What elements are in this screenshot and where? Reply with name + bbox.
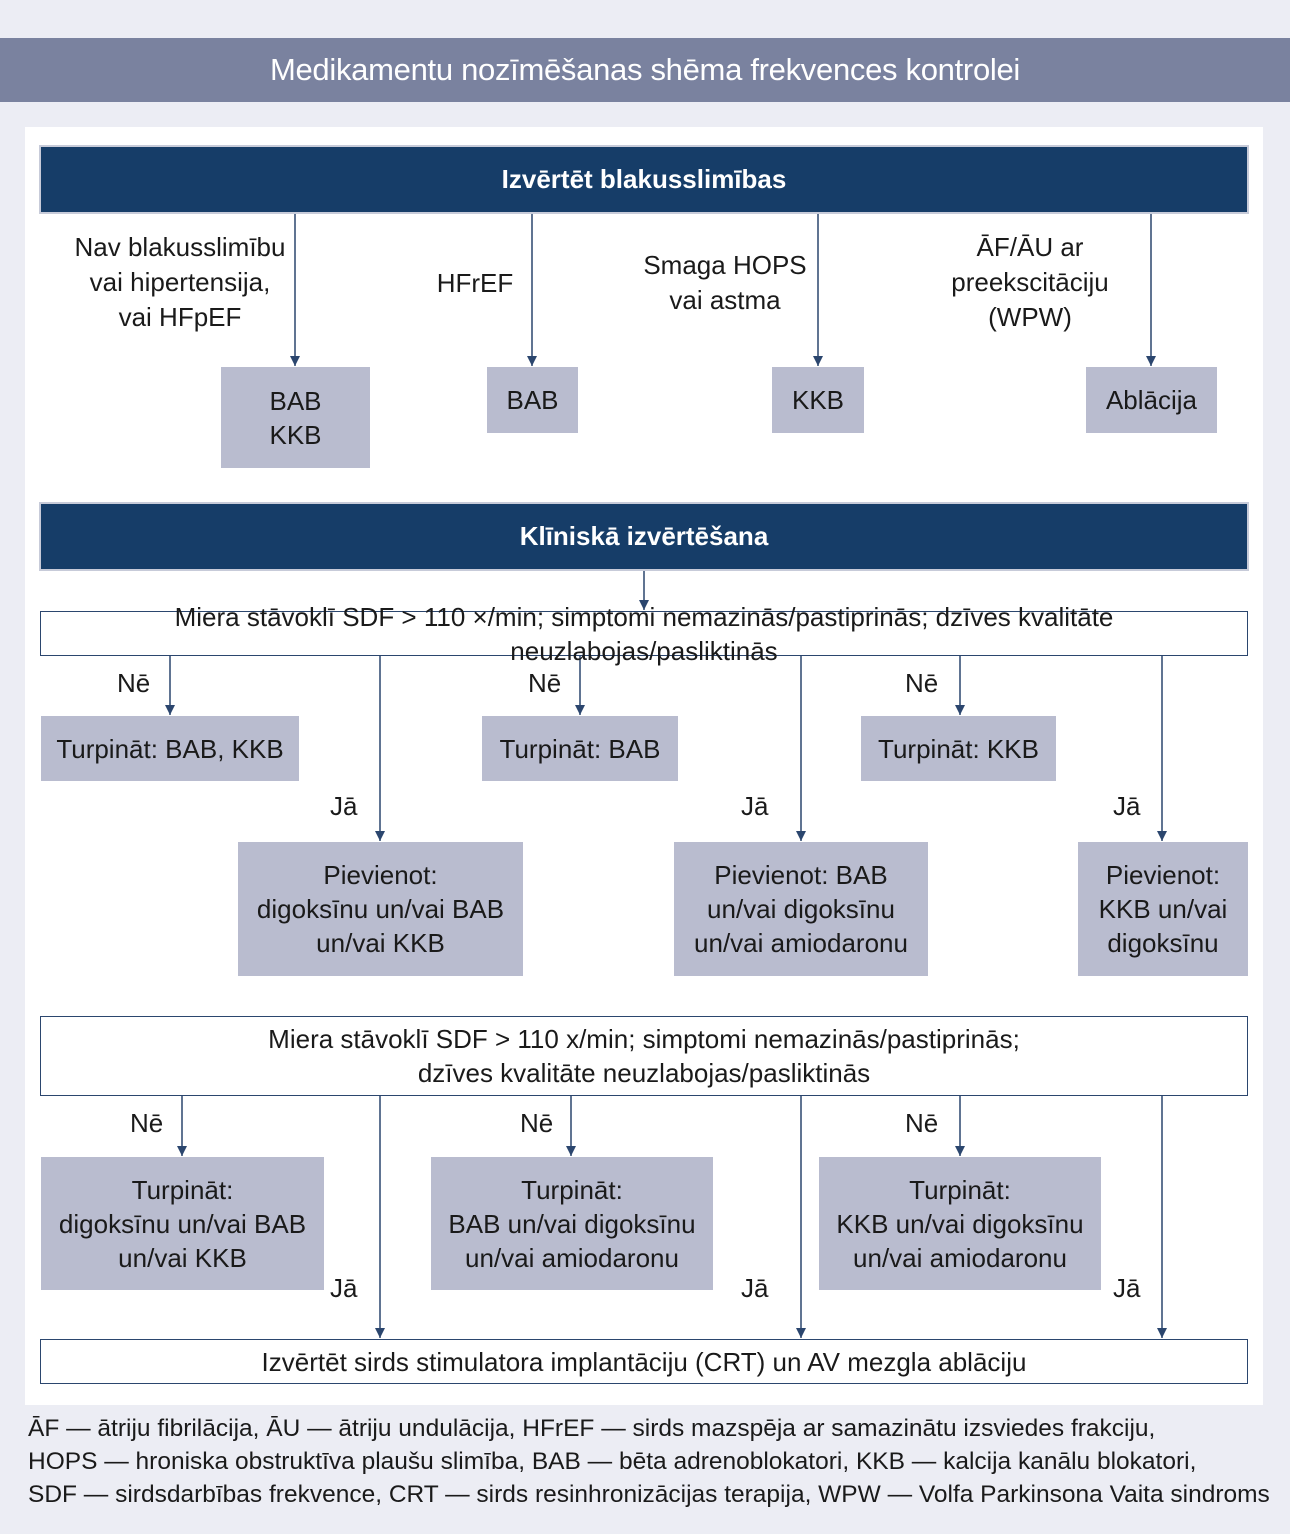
continue-digoxin-bab-kkb: Turpināt: digoksīnu un/vai BAB un/vai KK… [41,1157,324,1290]
page-title: Medikamentu nozīmēšanas shēma frekvences… [0,38,1290,102]
yes-label: Jā [330,791,358,821]
result-bab-kkb: BAB KKB [221,367,370,468]
question-box-1: Miera stāvoklī SDF > 110 ×/min; simptomi… [40,602,1248,666]
continue-bab-digoxin-amiodarone: Turpināt: BAB un/vai digoksīnu un/vai am… [431,1157,713,1290]
no-label: Nē [130,1108,164,1138]
condition-none-hypertension: Nav blakusslimību vai hipertensija, vai … [74,232,286,332]
add-kkb-digoxin: Pievienot: KKB un/vai digoksīnu [1078,842,1248,976]
result-kkb: KKB [772,367,864,433]
condition-copd-asthma: Smaga HOPS vai astma [643,250,807,315]
yes-label: Jā [1113,1273,1141,1303]
condition-hfref: HFrEF [436,268,514,298]
yes-label: Jā [741,1273,769,1303]
final-recommendation-box: Izvērtēt sirds stimulatora implantāciju … [40,1339,1248,1384]
result-ablation: Ablācija [1086,367,1217,433]
condition-wpw: ĀF/ĀU ar preekscitāciju (WPW) [951,232,1109,332]
continue-bab: Turpināt: BAB [482,716,678,781]
no-label: Nē [520,1108,554,1138]
yes-label: Jā [330,1273,358,1303]
clinical-evaluation-header: Klīniskā izvērtēšana [41,504,1247,569]
no-label: Nē [528,668,562,698]
yes-label: Jā [741,791,769,821]
no-label: Nē [117,668,151,698]
no-label: Nē [905,668,939,698]
add-bab-digoxin-amiodarone: Pievienot: BAB un/vai digoksīnu un/vai a… [674,842,928,976]
abbreviation-legend: ĀF — ātriju fibrilācija, ĀU — ātriju und… [28,1415,1270,1508]
continue-kkb: Turpināt: KKB [861,716,1056,781]
question-box-2: Miera stāvoklī SDF > 110 x/min; simptomi… [40,1016,1248,1096]
result-bab: BAB [487,367,578,433]
continue-kkb-digoxin-amiodarone: Turpināt: KKB un/vai digoksīnu un/vai am… [819,1157,1101,1290]
add-digoxin-bab-kkb: Pievienot: digoksīnu un/vai BAB un/vai K… [238,842,523,976]
no-label: Nē [905,1108,939,1138]
continue-bab-kkb: Turpināt: BAB, KKB [41,716,299,781]
yes-label: Jā [1113,791,1141,821]
comorbidity-header: Izvērtēt blakusslimības [41,147,1247,212]
